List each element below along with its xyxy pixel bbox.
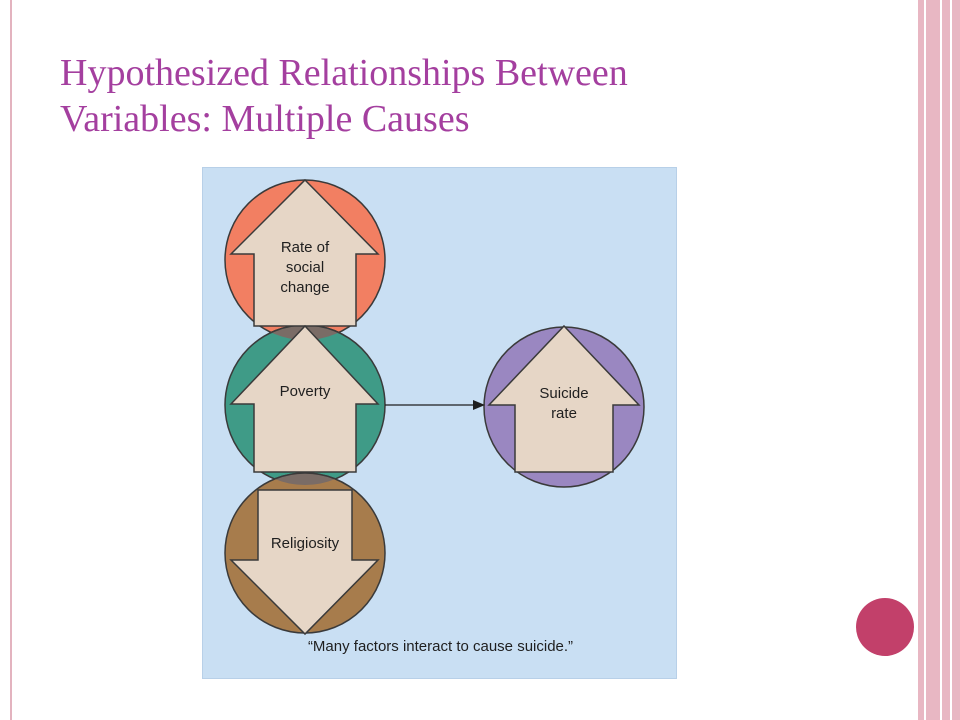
- label-line: rate: [551, 405, 577, 422]
- religiosity-label: Religiosity: [250, 534, 360, 554]
- poverty-label: Poverty: [250, 382, 360, 402]
- slide-right-border: [918, 0, 960, 720]
- social-change-label: Rate of social change: [250, 238, 360, 298]
- religiosity-down-arrow: [229, 489, 380, 636]
- cause-connector-arrowhead: [473, 400, 485, 410]
- slide-title-line-2: Variables: Multiple Causes: [60, 98, 470, 140]
- overlap-bottom: [225, 472, 385, 485]
- label-line: Poverty: [279, 383, 331, 400]
- border-stripe: [940, 0, 942, 720]
- label-line: Rate of: [280, 239, 330, 256]
- accent-dot: [856, 598, 914, 656]
- suicide-rate-label: Suicide rate: [509, 384, 619, 424]
- label-line: Suicide: [539, 385, 589, 402]
- label-line: change: [280, 279, 330, 296]
- diagram-canvas: [224, 178, 645, 636]
- border-stripe: [950, 0, 952, 720]
- slide-title: Hypothesized Relationships Between Varia…: [60, 50, 880, 142]
- slide-left-border: [0, 0, 12, 720]
- border-stripe: [924, 0, 926, 720]
- diagram-caption: “Many factors interact to cause suicide.…: [307, 638, 574, 655]
- poverty-up-arrow: [229, 324, 380, 473]
- multiple-causes-diagram: Rate of social change Poverty Religiosit…: [202, 167, 677, 679]
- label-line: social: [285, 259, 325, 276]
- slide-title-line-1: Hypothesized Relationships Between: [60, 52, 628, 94]
- suicide-rate-up-arrow: [487, 324, 641, 473]
- label-line: Religiosity: [270, 535, 340, 552]
